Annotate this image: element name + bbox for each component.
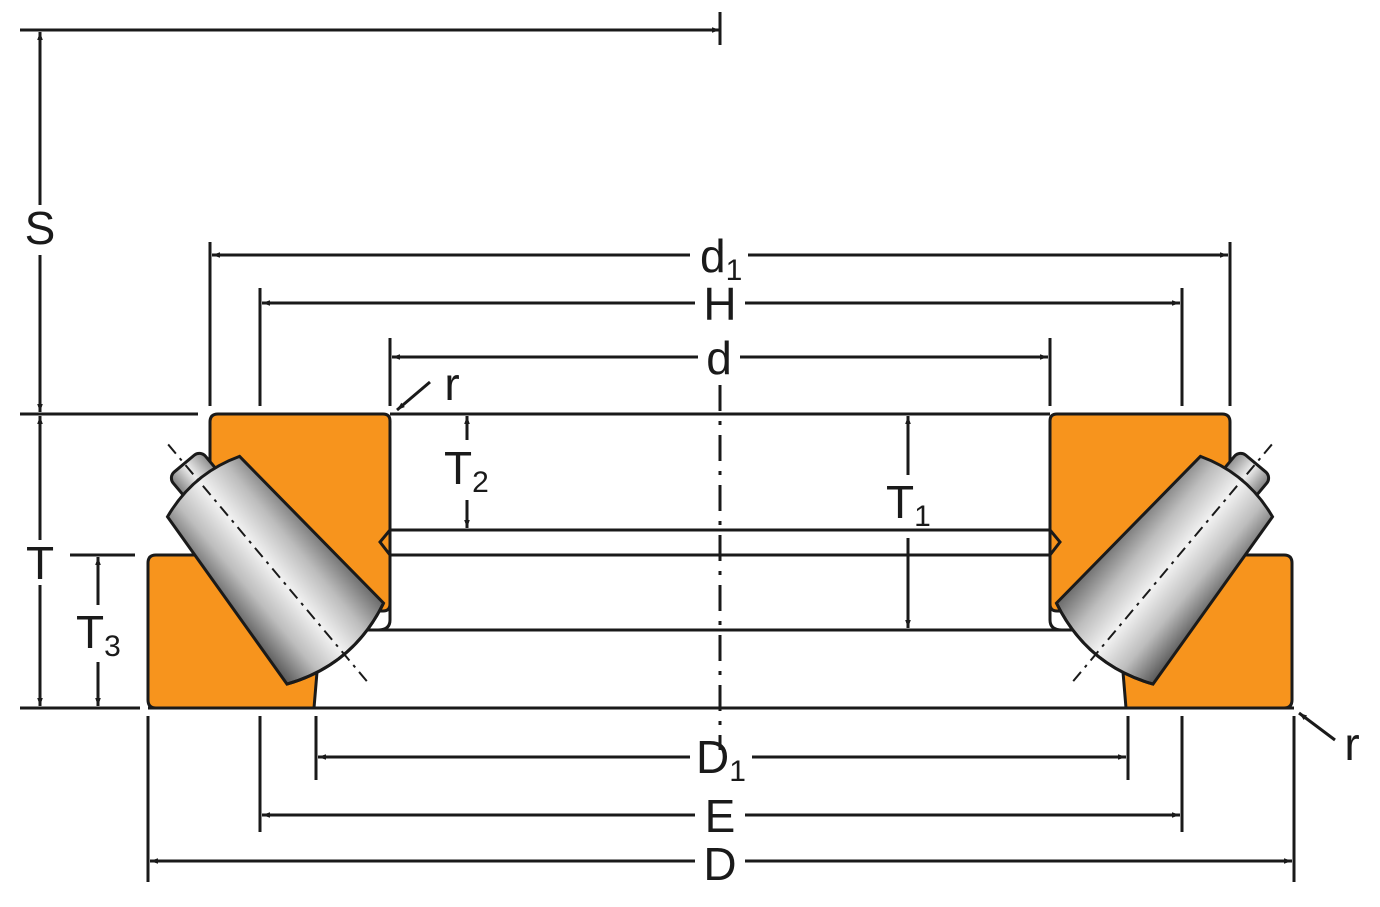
label-d: d [706,332,732,384]
label-d1: d1 [700,230,742,287]
label-D1: D1 [696,731,746,788]
label-T2: T2 [444,442,489,499]
label-T: T [26,537,54,589]
label-E: E [705,790,736,842]
roller-right [1054,443,1275,686]
extension-lines [20,12,1296,882]
label-T1: T1 [886,476,931,533]
label-S: S [25,202,56,254]
label-H: H [703,278,736,330]
label-D: D [703,838,736,890]
label-r-top: r [444,358,459,410]
label-r-bottom: r [1344,718,1359,770]
label-T3: T3 [76,606,121,663]
roller-left [165,443,386,686]
dimension-lines [37,32,1336,864]
